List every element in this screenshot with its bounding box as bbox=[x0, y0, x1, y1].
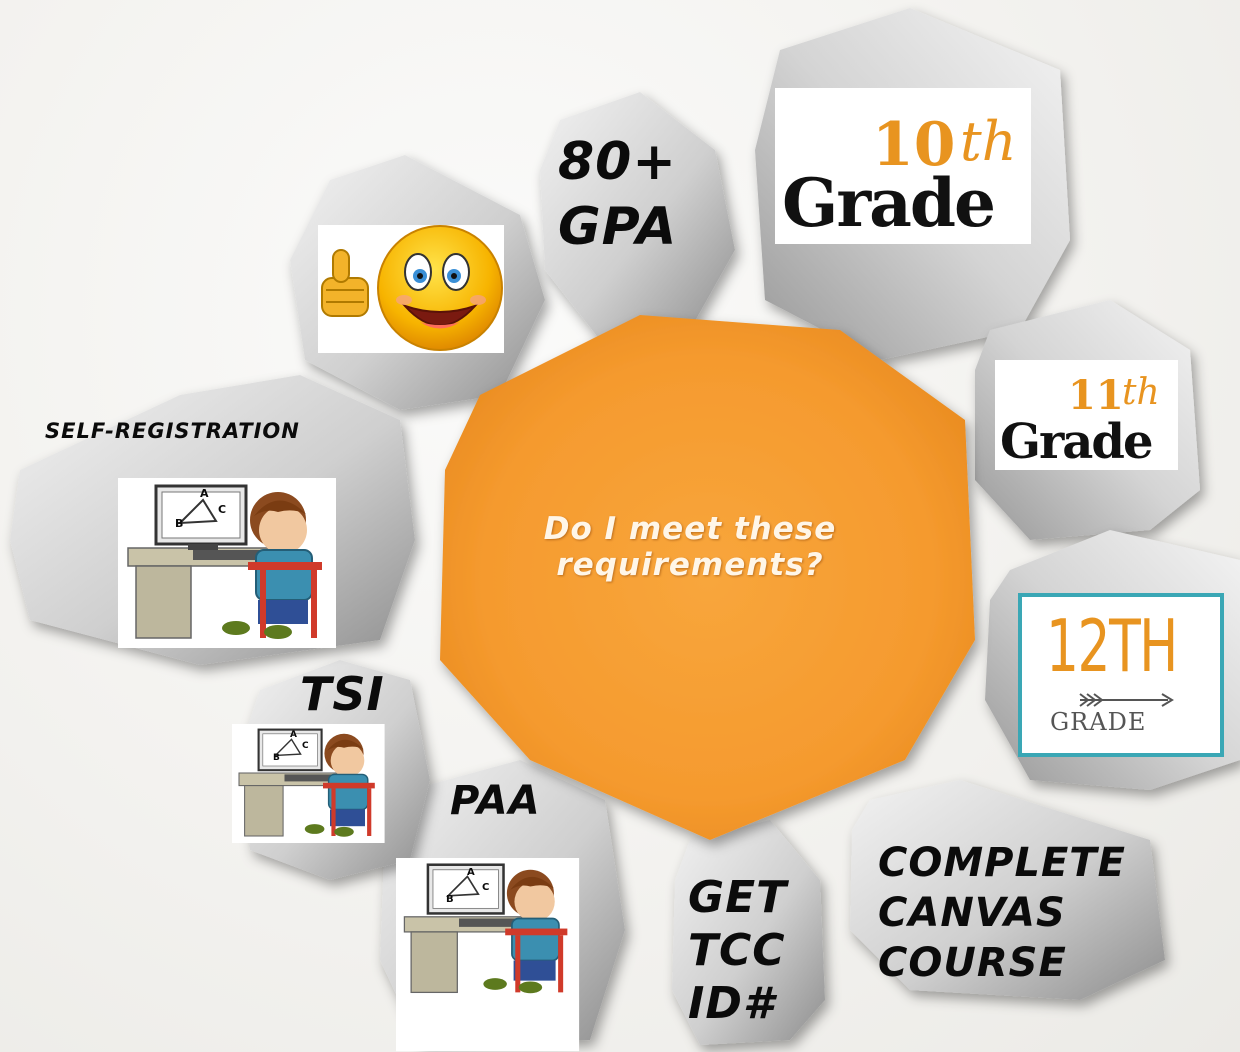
hex-gpa bbox=[540, 92, 735, 340]
tcc-id-label: Get TCC ID# bbox=[688, 872, 787, 1030]
canvas-line2: Canvas bbox=[878, 890, 1066, 936]
grade10-number: 10 bbox=[872, 110, 956, 180]
center-question-line2: requirements? bbox=[556, 546, 824, 583]
grade10-word: Grade bbox=[782, 164, 996, 242]
screen-letter-c: C bbox=[482, 882, 491, 893]
grade12-card bbox=[1018, 593, 1224, 757]
hex-tcc bbox=[672, 820, 825, 1045]
canvas-line3: course bbox=[878, 940, 1067, 986]
grade11-card bbox=[995, 360, 1178, 470]
tsi-label: TSI bbox=[300, 667, 385, 721]
screen-letter-b: B bbox=[273, 753, 281, 763]
center-hexagon bbox=[440, 315, 975, 840]
screen-letter-c: C bbox=[302, 741, 310, 751]
screen-letter-b: B bbox=[446, 894, 455, 905]
grade11-number: 11 bbox=[1068, 372, 1124, 419]
grade11-word: Grade bbox=[1000, 414, 1153, 470]
screen-letter-c: C bbox=[218, 503, 228, 516]
tcc-id-line3: ID# bbox=[688, 977, 775, 1029]
computer-user-image-large bbox=[118, 478, 336, 648]
gpa-label-line2: GPA bbox=[558, 196, 678, 257]
screen-letter-a: A bbox=[290, 730, 298, 740]
grade12-word: GRADE bbox=[1050, 708, 1147, 736]
screen-letter-a: A bbox=[467, 867, 476, 878]
canvas-line1: Complete bbox=[878, 840, 1126, 886]
tcc-id-line2: TCC bbox=[688, 924, 786, 976]
computer-user-image-paa bbox=[396, 858, 580, 1052]
grade10-card bbox=[775, 88, 1031, 244]
screen-letter-a: A bbox=[200, 487, 210, 500]
smiley-thumbs-up-image bbox=[318, 225, 504, 353]
paa-label: PAA bbox=[450, 778, 541, 824]
grade11-suffix: th bbox=[1122, 372, 1160, 413]
center-question: Do I meet these requirements? bbox=[470, 511, 910, 583]
center-question-line1: Do I meet these bbox=[543, 511, 837, 547]
gpa-label: 80+ GPA bbox=[558, 135, 677, 254]
gpa-label-line1: 80+ bbox=[558, 132, 677, 192]
screen-letter-b: B bbox=[175, 517, 185, 530]
grade12-number: 12TH bbox=[1046, 604, 1178, 688]
hex-canvas bbox=[850, 780, 1165, 1000]
self-registration-label: Self-Registration bbox=[45, 419, 300, 443]
canvas-label: Complete Canvas course bbox=[878, 838, 1126, 988]
computer-user-image-tsi bbox=[232, 724, 385, 843]
tcc-id-line1: Get bbox=[688, 872, 788, 923]
grade10-suffix: th bbox=[960, 110, 1017, 173]
